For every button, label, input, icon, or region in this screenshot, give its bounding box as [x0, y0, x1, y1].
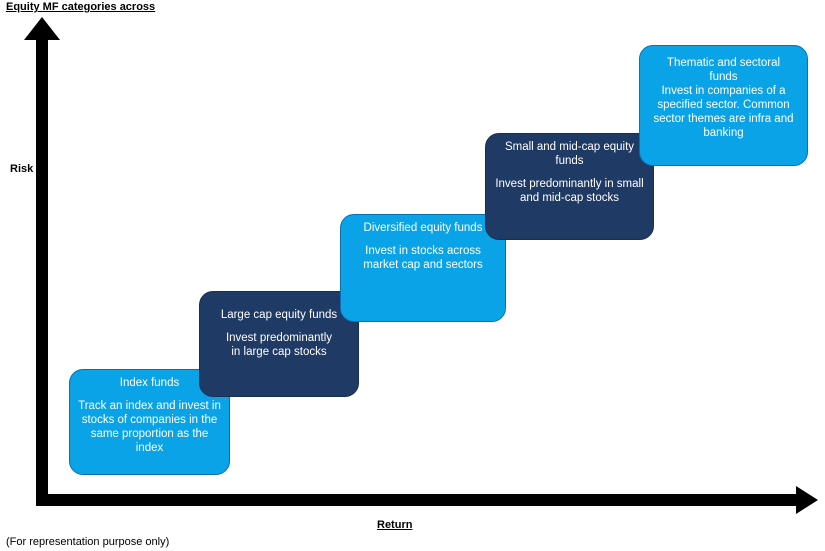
box-title: Small and mid-cap equity funds: [504, 141, 635, 167]
box-large-cap-funds: Large cap equity funds Invest predominan…: [199, 291, 359, 397]
y-axis-shaft: [36, 36, 48, 506]
y-axis-label: Risk: [10, 163, 34, 175]
box-description: Invest predominantly in small and mid-ca…: [495, 178, 644, 204]
box-title: Thematic and sectoral funds: [666, 57, 781, 83]
box-description: Track an index and invest in stocks of c…: [78, 400, 221, 454]
box-diversified-funds: Diversified equity funds Invest in stock…: [340, 214, 506, 322]
y-axis-arrowhead: [24, 17, 60, 40]
box-description: Invest in companies of a specified secto…: [653, 85, 794, 139]
footnote: (For representation purpose only): [6, 536, 170, 548]
box-index-funds: Index funds Track an index and invest in…: [69, 369, 230, 475]
box-title: Index funds: [119, 377, 180, 389]
x-axis-shaft: [36, 494, 802, 506]
box-title: Diversified equity funds: [363, 222, 483, 234]
x-axis-arrowhead: [796, 486, 818, 514]
diagram-title: Equity MF categories across: [6, 1, 156, 13]
box-title: Large cap equity funds: [220, 309, 338, 321]
box-thematic-sectoral-funds: Thematic and sectoral funds Invest in co…: [639, 45, 808, 166]
box-small-mid-cap-funds: Small and mid-cap equity funds Invest pr…: [485, 133, 654, 240]
box-description: Invest predominantly in large cap stocks: [225, 332, 333, 358]
x-axis-label: Return: [377, 519, 413, 531]
box-description: Invest in stocks across market cap and s…: [363, 245, 483, 271]
